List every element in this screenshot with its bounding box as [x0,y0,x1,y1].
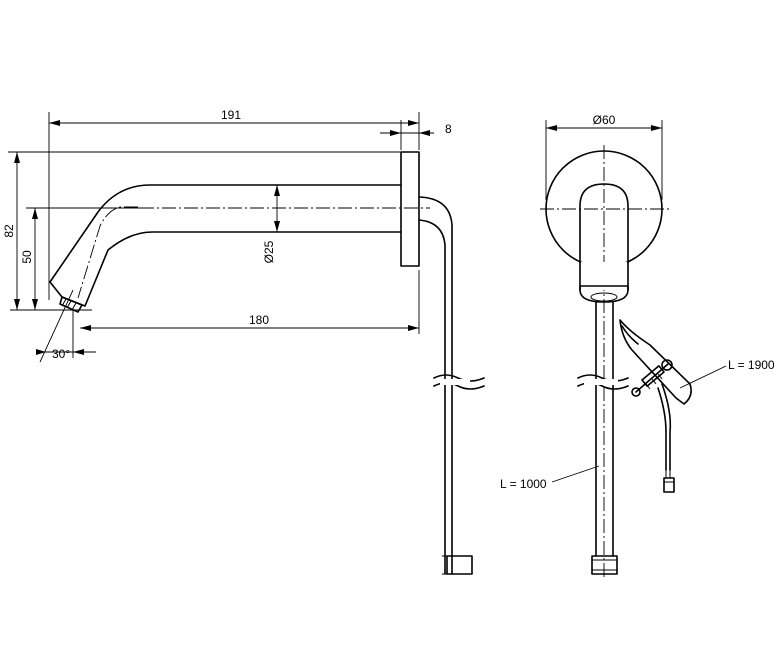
sensor-cable-length-label: L = 1900 [728,358,775,372]
dim-82-label: 82 [2,224,16,238]
sensor-cable-sleeve [619,319,692,405]
front-outlet [579,285,629,303]
front-pipe-end-fitting [591,555,618,575]
pipe-end-fitting [446,555,473,575]
wall-flange [400,151,420,267]
spout-inner-line [77,206,138,299]
supply-pipe [418,196,453,575]
front-view: Ø60 L = 1000 L = 1900 [500,113,775,578]
dim-180-label: 180 [249,313,269,327]
spout-front [579,183,629,291]
spout-body [49,184,402,307]
cable-plug [663,477,675,493]
dim-50-label: 50 [20,250,34,264]
dim-8-label: 8 [445,122,452,136]
dim-diameter-25-label: Ø25 [262,240,276,263]
cable-tie [631,359,673,397]
outlet-aerator [59,296,83,313]
dim-30-degree-label: 30° [52,347,70,361]
dim-diameter-60-label: Ø60 [593,113,616,127]
sensor-wires [657,383,672,471]
dim-191-label: 191 [221,108,241,122]
supply-pipe-length-label: L = 1000 [500,477,547,491]
side-view: 191 8 82 50 Ø25 180 [2,108,485,575]
